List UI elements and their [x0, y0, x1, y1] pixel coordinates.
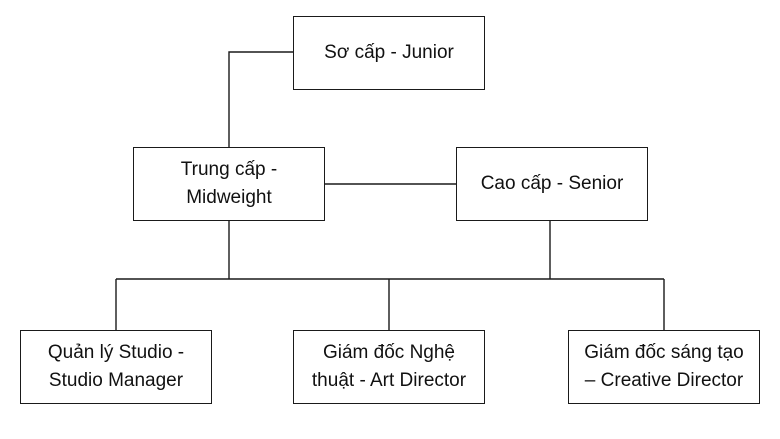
- node-senior-label: Cao cấp - Senior: [480, 173, 624, 194]
- node-studio-manager-label: Quản lý Studio - Studio Manager: [47, 342, 185, 391]
- node-creative-director-label: Giám đốc sáng tạo – Creative Director: [584, 342, 744, 391]
- node-midweight-label: Trung cấp - Midweight: [180, 159, 278, 208]
- node-art-director-label: Giám đốc Nghệ thuật - Art Director: [311, 342, 467, 391]
- node-creative-director: Giám đốc sáng tạo – Creative Director: [568, 330, 760, 404]
- node-studio-manager: Quản lý Studio - Studio Manager: [20, 330, 212, 404]
- node-junior-label: Sơ cấp - Junior: [324, 42, 454, 63]
- node-midweight: Trung cấp - Midweight: [133, 147, 325, 221]
- connector-junior-midweight: [228, 51, 293, 147]
- node-junior: Sơ cấp - Junior: [293, 16, 485, 90]
- node-art-director: Giám đốc Nghệ thuật - Art Director: [293, 330, 485, 404]
- node-senior: Cao cấp - Senior: [456, 147, 648, 221]
